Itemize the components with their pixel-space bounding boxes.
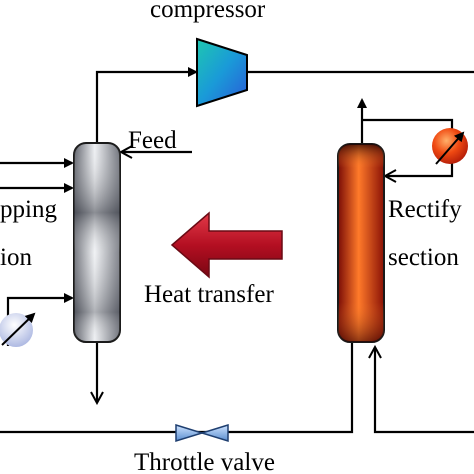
arrow-left-icon [170,211,283,279]
stripping-column [73,142,121,343]
compressor-icon [196,37,248,108]
feed-label: Feed [128,127,177,154]
rectifying-column [337,143,385,343]
rectifying-bottom-inlet-line [375,348,474,434]
stripping-section-label-line1: pping [0,196,57,223]
throttle-valve-label: Throttle valve [134,449,275,474]
stripping-section-label-line2: ion [0,244,32,271]
rectifying-bottom-line [0,342,354,434]
vapor-to-compressor-line [95,67,198,143]
compressor-label: compressor [150,0,266,23]
condenser-icon [432,128,468,165]
valve-icon [175,423,229,443]
heat-transfer-label: Heat transfer [144,281,274,308]
rectifying-section-label-line2: section [388,244,459,271]
rectifying-section-label-line1: Rectify [388,196,462,223]
reboiler-icon [0,312,36,347]
